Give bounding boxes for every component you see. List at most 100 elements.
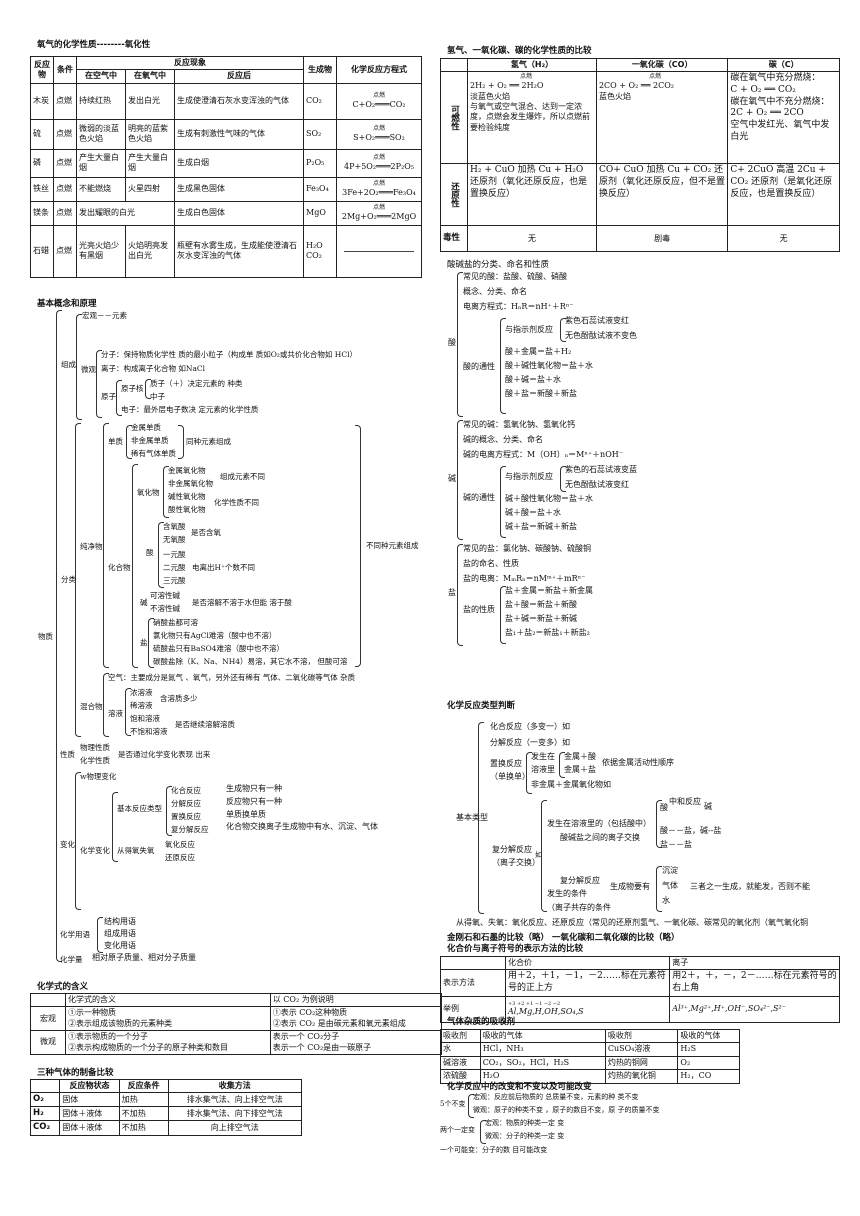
node-t3: 置换反应 bbox=[490, 759, 522, 768]
node-nonmetal: 非金属单质 bbox=[131, 436, 169, 445]
node-f1: 宏观：反应前后物质的 总质量不变，元素的种 类不变 bbox=[473, 1093, 639, 1101]
th-reactant: 反应物 bbox=[30, 56, 54, 84]
cell: 化学式的含义 bbox=[65, 992, 271, 1008]
node-sb: 可溶性碱 bbox=[150, 591, 180, 600]
cell: 发出白光 bbox=[125, 82, 175, 120]
node-nature: 性质 bbox=[60, 750, 75, 759]
salt-line: 盐＋金属＝新盐＋新金属 bbox=[505, 586, 593, 595]
cell: 产生大量白烟 bbox=[76, 148, 126, 178]
cell-line: 碳在氧气中不充分燃烧： bbox=[730, 96, 830, 107]
node-danzhi: 单质 bbox=[108, 437, 123, 446]
bracket bbox=[541, 800, 547, 912]
bracket bbox=[560, 466, 566, 492]
cell: 铁丝 bbox=[30, 176, 54, 202]
cell: 磷 bbox=[30, 148, 54, 178]
cell: 碱溶液 bbox=[440, 1055, 481, 1071]
cell: 表示方法 bbox=[440, 969, 506, 997]
cell: O₂ bbox=[677, 1055, 740, 1071]
cell: H₂ + CuO 加热 Cu + H₂O 还原剂（氧化还原反应，也是置换反应） bbox=[467, 163, 597, 227]
cell: 灼热的氧化铜 bbox=[604, 1069, 679, 1084]
salt-line: 常见的盐：氯化钠、碳酸钠、硫酸铜 bbox=[463, 544, 591, 553]
equation: 2CO + O₂ ══ 2CO₂ bbox=[598, 81, 674, 91]
base-line: 碱＋盐＝新碱＋新盐 bbox=[505, 522, 577, 531]
node-metal: 金属单质 bbox=[131, 423, 161, 432]
node-cl2: 组成用语 bbox=[104, 929, 136, 938]
equation: 2H₂ + O₂ ══ 2H₂O bbox=[470, 81, 544, 91]
bracket bbox=[560, 318, 566, 342]
node-expr: 是否通过化学变化表现 出来 bbox=[118, 750, 211, 759]
cell: 化合价 bbox=[504, 955, 671, 971]
bracket bbox=[178, 425, 184, 459]
node-dec: 分解反应 bbox=[171, 799, 201, 808]
node-unsat: 不饱和溶液 bbox=[130, 727, 168, 736]
cell: CO+ CuO 加热 Cu + CO₂ 还原剂（氧化还原反应，但不是置换反应） bbox=[595, 163, 729, 227]
node-macro: 宏观－－元素 bbox=[82, 311, 127, 320]
cell: 固体＋液体 bbox=[59, 1106, 120, 1122]
cell: 用2＋，＋，－，2－……标在元素符号的右上角 bbox=[669, 969, 840, 997]
cell: 排水集气法、向上排空气法 bbox=[167, 1092, 303, 1108]
salt-prop: 盐的性质 bbox=[463, 605, 495, 614]
node-may: 一个可能变：分子的数 目可能改变 bbox=[440, 1146, 548, 1154]
node-t4: 发生在 bbox=[531, 752, 555, 761]
node-t15: 酸－－盐，碱--盐 bbox=[660, 826, 722, 835]
bracket bbox=[457, 272, 463, 417]
node-solute: 含溶质多少 bbox=[160, 694, 198, 703]
basic-title: 基本概念和原理 bbox=[37, 299, 97, 309]
node-disp: 置换反应 bbox=[171, 812, 201, 821]
cell-line: ②表示组成该物质的元素种类 bbox=[68, 1018, 172, 1028]
cond-label: 点燃 bbox=[648, 73, 661, 81]
change-title: 化学反应中的改变和不变以及可能改变 bbox=[447, 1082, 592, 1092]
cell: 可燃性 bbox=[440, 71, 468, 165]
cell: 固体＋液体 bbox=[59, 1120, 120, 1136]
node-o-or: 是否含氧 bbox=[191, 528, 221, 537]
cell: 点燃 bbox=[53, 118, 77, 150]
oxygen-table: 反应物 条件 反应现象 生成物 化学反应方程式 在空气中 在氧气中 反应后 木炭… bbox=[30, 55, 422, 278]
formula-title: 化学式的含义 bbox=[37, 982, 89, 992]
valence-marks: +3 +2 +1 −1 −2 −2 bbox=[508, 1000, 561, 1007]
node-t7: 金属＋盐 bbox=[564, 765, 596, 774]
cell: 宏观 bbox=[30, 1006, 66, 1032]
node-matter: 物质 bbox=[38, 632, 53, 641]
node-t20: 复分解反应 bbox=[560, 876, 600, 885]
absorb-title: 气体杂质的吸收剂 bbox=[447, 1017, 516, 1027]
base-line: 碱＋酸＝盐＋水 bbox=[505, 508, 561, 517]
cell: 固体 bbox=[59, 1092, 120, 1108]
cell-line: 空气中发红光、氧气中发白光 bbox=[730, 120, 830, 142]
salt-line: 盐的电离：MₘRₙ＝nMᵐ⁺＋mRⁿ⁻ bbox=[463, 574, 586, 583]
misc-title2: 化合价与离子符号的表示方法的比较 bbox=[447, 944, 584, 954]
cell: 火星四射 bbox=[125, 176, 175, 202]
cell: 生成有刺激性气味的气体 bbox=[174, 118, 304, 150]
node-proton: 质子（＋）决定元素的 种类 bbox=[150, 379, 243, 388]
node-tri: 三元酸 bbox=[163, 576, 186, 585]
base-line: 碱的电离方程式：M（OH）ₙ＝Mⁿ⁺＋nOH⁻ bbox=[463, 450, 623, 459]
bracket bbox=[478, 722, 484, 914]
acid-line: 紫色石蕊试液变红 bbox=[565, 316, 629, 325]
node-dis: 是否继续溶解溶质 bbox=[175, 720, 235, 729]
bracket bbox=[500, 318, 506, 414]
cell: 发出耀眼的白光 bbox=[76, 200, 175, 226]
node-t12: 酸 bbox=[660, 803, 668, 812]
bracket bbox=[103, 423, 109, 668]
node-class: 分类 bbox=[61, 575, 76, 584]
node-disp2: 单质换单质 bbox=[226, 810, 266, 819]
cell: 反应条件 bbox=[118, 1078, 169, 1094]
valence-table: 化合价离子 表示方法用＋2，＋1，－1，－2……标在元素符号的正上方用2＋，＋，… bbox=[440, 955, 840, 1023]
node-t18: （离子交换） bbox=[492, 858, 540, 867]
node-t5: 溶液里 bbox=[531, 765, 555, 774]
node-t16: 盐－－盐 bbox=[660, 840, 692, 849]
cell-line: ①表示物质的一个分子 bbox=[68, 1032, 148, 1042]
cell: 排水集气法、向下排空气法 bbox=[167, 1106, 303, 1122]
cell: 点燃 bbox=[53, 176, 77, 202]
cell: 举例 bbox=[440, 995, 506, 1023]
base-line: 碱＋酸性氧化物＝盐＋水 bbox=[505, 494, 593, 503]
node-sat: 饱和溶液 bbox=[130, 714, 160, 723]
cell: H₂，CO bbox=[677, 1069, 740, 1084]
node-f2: 微观：原子的种类不变 ，原子的数目不变，原 子的质量不变 bbox=[473, 1106, 660, 1114]
node-chemlang: 化学用语 bbox=[60, 930, 90, 939]
cell: 木炭 bbox=[30, 82, 54, 120]
node-conc: 浓溶液 bbox=[130, 688, 153, 697]
abs-title: 酸碱盐的分类、命名和性质 bbox=[447, 260, 550, 270]
